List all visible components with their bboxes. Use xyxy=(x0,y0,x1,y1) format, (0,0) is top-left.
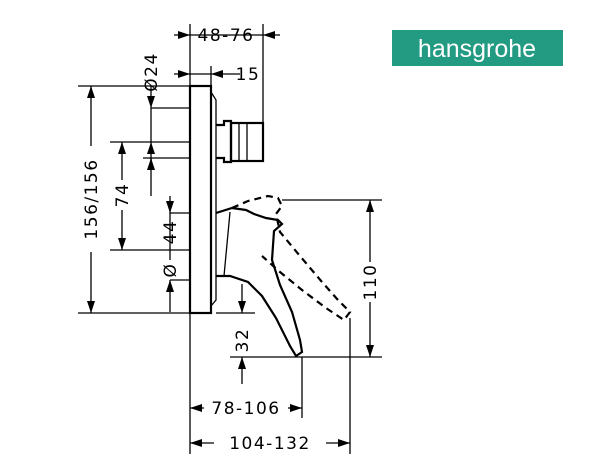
dim-label-44: 44 xyxy=(161,220,181,245)
dim-label-48-76: 48-76 xyxy=(198,26,255,46)
dim-label-104-132: 104-132 xyxy=(229,434,311,454)
dim-44: 44 xyxy=(143,157,190,260)
dim-label-diameter: Ø xyxy=(161,263,181,278)
logo-text: hansgrohe xyxy=(418,35,536,63)
hansgrohe-logo: hansgrohe xyxy=(392,30,563,66)
diverter-knob xyxy=(216,119,265,164)
dim-diameter-24: Ø24 xyxy=(142,52,190,168)
dim-diameter-small: Ø xyxy=(161,263,190,312)
dim-label-110: 110 xyxy=(361,264,381,301)
dim-label-15: 15 xyxy=(236,65,261,85)
dim-15: 15 xyxy=(174,65,261,92)
dim-label-74: 74 xyxy=(113,183,133,208)
dim-32: 32 xyxy=(216,284,302,384)
dim-104-132: 104-132 xyxy=(190,318,351,454)
logo-background xyxy=(392,30,563,66)
dim-label-32: 32 xyxy=(233,328,253,353)
dim-156-156: 156/156 xyxy=(78,85,190,314)
dim-74: 74 xyxy=(110,141,190,251)
lever-handle xyxy=(215,206,304,358)
dim-48-76: 48-76 xyxy=(174,24,280,122)
dim-label-78-106: 78-106 xyxy=(211,399,280,419)
dim-label-156-156: 156/156 xyxy=(82,158,102,239)
dim-78-106: 78-106 xyxy=(189,313,303,454)
dim-110: 110 xyxy=(282,199,382,358)
wall-plate xyxy=(188,84,217,315)
lever-handle-raised xyxy=(231,194,352,322)
dim-label-diameter-24: Ø24 xyxy=(142,52,162,92)
